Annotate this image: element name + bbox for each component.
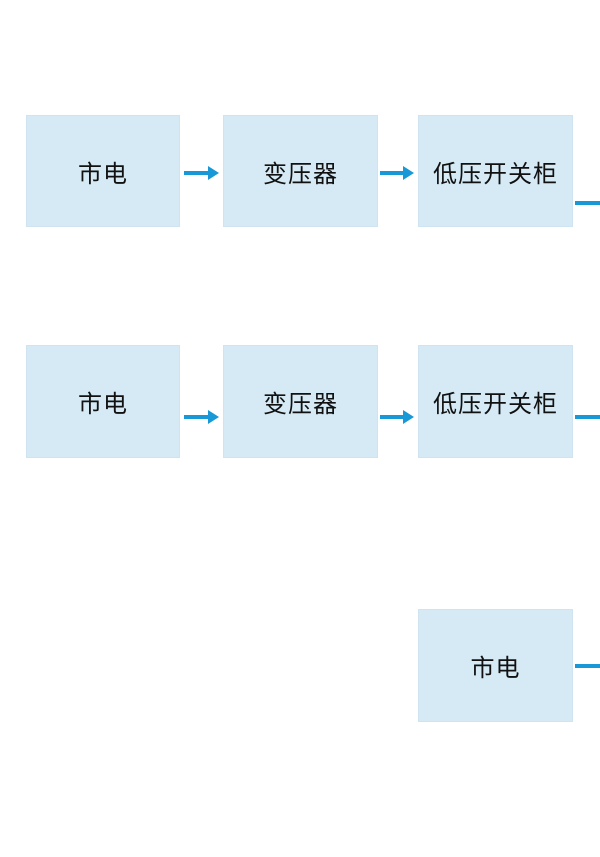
node-city-power-row2: 市电 [26, 345, 180, 458]
arrow-right-icon [380, 166, 414, 180]
arrow-right-icon [184, 166, 219, 180]
node-transformer-row1: 变压器 [223, 115, 378, 227]
arrow-shaft [184, 171, 208, 175]
node-city-power-row1: 市电 [26, 115, 180, 227]
arrow-head-icon [403, 166, 414, 180]
arrow-shaft [184, 415, 208, 419]
node-city-power-row3: 市电 [418, 609, 573, 722]
connector-line-offscreen-row2 [575, 415, 600, 419]
arrow-head-icon [403, 410, 414, 424]
node-lv-switchgear-row1: 低压开关柜 [418, 115, 573, 227]
arrow-right-icon [184, 410, 219, 424]
node-label: 市电 [78, 391, 128, 418]
node-label: 变压器 [263, 391, 338, 418]
connector-line-offscreen-row1 [575, 201, 600, 205]
node-label: 变压器 [263, 160, 338, 188]
node-label: 市电 [78, 160, 128, 188]
arrow-shaft [380, 415, 403, 419]
node-label: 市电 [470, 655, 521, 682]
arrow-head-icon [208, 410, 219, 424]
node-label: 低压开关柜 [433, 391, 558, 418]
arrow-right-icon [380, 410, 414, 424]
node-transformer-row2: 变压器 [223, 345, 378, 458]
arrow-shaft [380, 171, 403, 175]
node-lv-switchgear-row2: 低压开关柜 [418, 345, 573, 458]
connector-line-offscreen-row3 [575, 664, 600, 668]
node-label: 低压开关柜 [433, 160, 558, 188]
arrow-head-icon [208, 166, 219, 180]
